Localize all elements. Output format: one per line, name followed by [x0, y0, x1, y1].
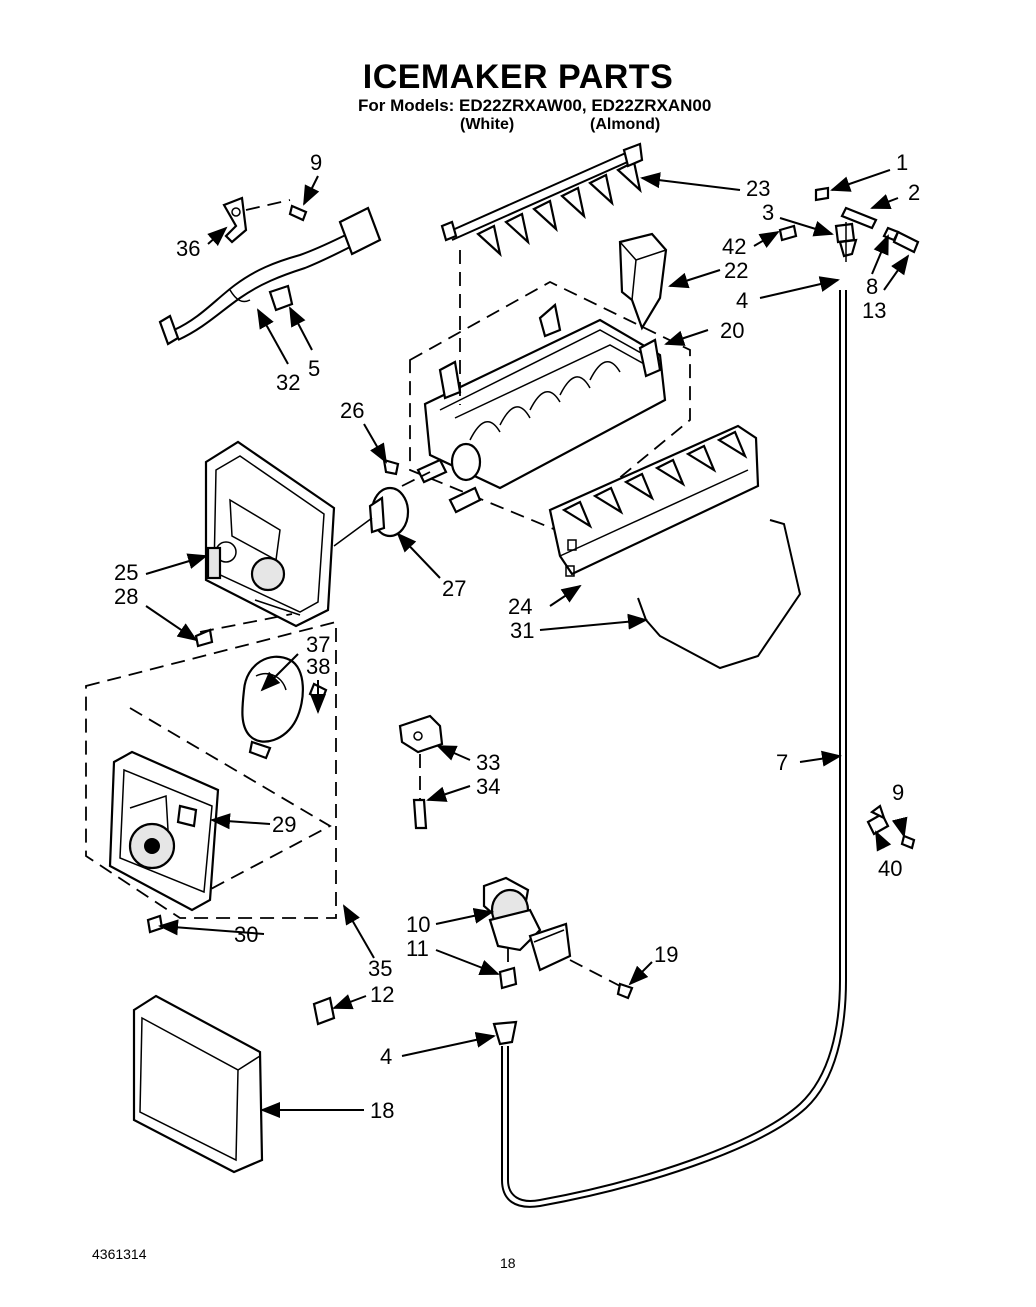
- callout-2: 2: [908, 180, 920, 205]
- callout-22: 22: [724, 258, 748, 283]
- cover-part: [132, 994, 264, 1174]
- shutoff-arm-part: [637, 519, 802, 670]
- water-valve-part: [482, 876, 634, 1000]
- callout-11: 11: [406, 936, 429, 961]
- callout-30: 30: [234, 922, 258, 947]
- callout-40: 40: [878, 856, 902, 881]
- variant-white-label: (White): [460, 116, 515, 133]
- variant-almond-label: (Almond): [590, 116, 661, 133]
- wire-harness-part: [158, 206, 382, 346]
- callout-1: 1: [896, 150, 908, 175]
- callout-26: 26: [340, 398, 364, 423]
- callout-4-upper: 4: [736, 288, 748, 313]
- callout-12: 12: [370, 982, 394, 1007]
- callout-25: 25: [114, 560, 138, 585]
- page-number: 18: [500, 1255, 516, 1271]
- module-front-part: [108, 750, 220, 912]
- callout-18: 18: [370, 1098, 394, 1123]
- ejector-part: [440, 142, 644, 405]
- callout-27: 27: [442, 576, 466, 601]
- callout-29: 29: [272, 812, 296, 837]
- callout-13: 13: [862, 298, 886, 323]
- screw-30-part: [146, 914, 164, 934]
- callout-10: 10: [406, 912, 430, 937]
- callout-36: 36: [176, 236, 200, 261]
- thermostat-part: [333, 458, 431, 547]
- models-subtitle: For Models: ED22ZRXAW00, ED22ZRXAN00: [358, 96, 712, 115]
- screw-28-part: [194, 628, 214, 648]
- bracket-part: [398, 714, 444, 830]
- callout-9-upper: 9: [310, 150, 322, 175]
- water-tube-part: [501, 290, 847, 1208]
- stripper-part: [548, 424, 760, 577]
- callout-28: 28: [114, 584, 138, 609]
- callout-20: 20: [720, 318, 744, 343]
- callout-38: 38: [306, 654, 330, 679]
- compression-nut-part: [498, 966, 518, 990]
- screw-guide-line: [199, 613, 293, 633]
- callout-5: 5: [308, 356, 320, 381]
- callout-19: 19: [654, 942, 678, 967]
- callout-labels: 1 2 3 42 4 8 13 23 22 20 9 36 32 5 26 27…: [114, 150, 920, 1123]
- callout-33: 33: [476, 750, 500, 775]
- tube-insert-part: [312, 996, 336, 1026]
- callout-42: 42: [722, 234, 746, 259]
- mounting-clip-part: [222, 196, 308, 244]
- callout-8: 8: [866, 274, 878, 299]
- inlet-fittings-part: [778, 186, 920, 262]
- tube-fitting-lower-part: [492, 1020, 518, 1046]
- callout-35: 35: [368, 956, 392, 981]
- callout-9-lower: 9: [892, 780, 904, 805]
- callout-3: 3: [762, 200, 774, 225]
- callout-7: 7: [776, 750, 788, 775]
- tube-clip-part: [866, 804, 916, 850]
- callout-23: 23: [746, 176, 770, 201]
- module-housing-part: [204, 440, 336, 628]
- callout-31: 31: [510, 618, 534, 643]
- callout-32: 32: [276, 370, 300, 395]
- callout-24: 24: [508, 594, 532, 619]
- icemaker-mold-part: [409, 280, 691, 532]
- callout-34: 34: [476, 774, 500, 799]
- leader-lines: [145, 169, 910, 1118]
- fill-cup-part: [618, 232, 668, 331]
- document-number: 4361314: [92, 1246, 147, 1262]
- page-title: ICEMAKER PARTS: [362, 58, 674, 96]
- callout-4-lower: 4: [380, 1044, 392, 1069]
- callout-37: 37: [306, 632, 330, 657]
- module-kit-outline: [85, 620, 337, 919]
